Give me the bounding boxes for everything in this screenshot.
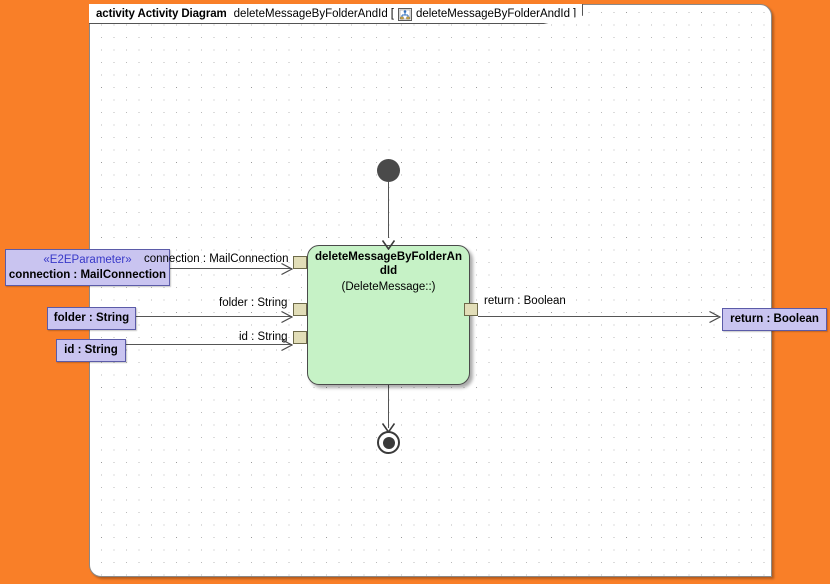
frame-keyword: activity Activity Diagram bbox=[96, 7, 227, 20]
edge-label-folder: folder : String bbox=[219, 297, 288, 309]
initial-node[interactable] bbox=[377, 159, 400, 182]
edge-label-connection: connection : MailConnection bbox=[144, 253, 289, 265]
edge-action-to-final bbox=[388, 385, 389, 428]
parameter-label-return: return : Boolean bbox=[730, 313, 819, 325]
edge-folder-to-pin bbox=[136, 316, 292, 317]
parameter-label-folder: folder : String bbox=[53, 312, 130, 324]
parameter-node-return[interactable]: return : Boolean bbox=[722, 308, 827, 331]
parameter-node-id[interactable]: id : String bbox=[56, 339, 126, 362]
edge-initial-to-action bbox=[388, 182, 389, 238]
edge-label-id: id : String bbox=[239, 331, 288, 343]
frame-bracket-open: [ bbox=[390, 7, 394, 20]
activity-final-node[interactable] bbox=[377, 431, 400, 454]
action-node[interactable]: deleteMessageByFolderAndId (DeleteMessag… bbox=[307, 245, 470, 385]
frame-sub-name: deleteMessageByFolderAndId bbox=[415, 7, 571, 20]
frame-header[interactable]: activity Activity Diagram deleteMessageB… bbox=[89, 4, 584, 24]
action-node-subtitle: (DeleteMessage::) bbox=[341, 281, 436, 293]
edge-id-to-pin bbox=[126, 344, 292, 345]
input-pin-id[interactable] bbox=[293, 331, 307, 344]
parameter-node-connection[interactable]: «E2EParameter» connection : MailConnecti… bbox=[5, 249, 170, 286]
stereotype-label: «E2EParameter» bbox=[43, 253, 132, 266]
activity-diagram-icon bbox=[397, 8, 412, 21]
final-node-inner bbox=[382, 436, 395, 449]
activity-diagram-frame bbox=[89, 4, 772, 577]
parameter-label-connection: connection : MailConnection bbox=[8, 268, 167, 281]
parameter-node-folder[interactable]: folder : String bbox=[47, 307, 136, 330]
edge-action-to-return bbox=[478, 316, 718, 317]
parameter-stereotype-line: «E2EParameter» bbox=[6, 253, 169, 268]
input-pin-connection[interactable] bbox=[293, 256, 307, 269]
input-pin-folder[interactable] bbox=[293, 303, 307, 316]
edge-label-return: return : Boolean bbox=[484, 295, 566, 307]
parameter-label-id: id : String bbox=[64, 344, 118, 356]
frame-name: deleteMessageByFolderAndId bbox=[233, 7, 388, 20]
output-pin-return[interactable] bbox=[464, 303, 478, 316]
edge-connection-to-pin bbox=[170, 268, 292, 269]
frame-bracket-close: ] bbox=[573, 7, 577, 20]
action-node-title: deleteMessageByFolderAndId bbox=[315, 251, 462, 277]
